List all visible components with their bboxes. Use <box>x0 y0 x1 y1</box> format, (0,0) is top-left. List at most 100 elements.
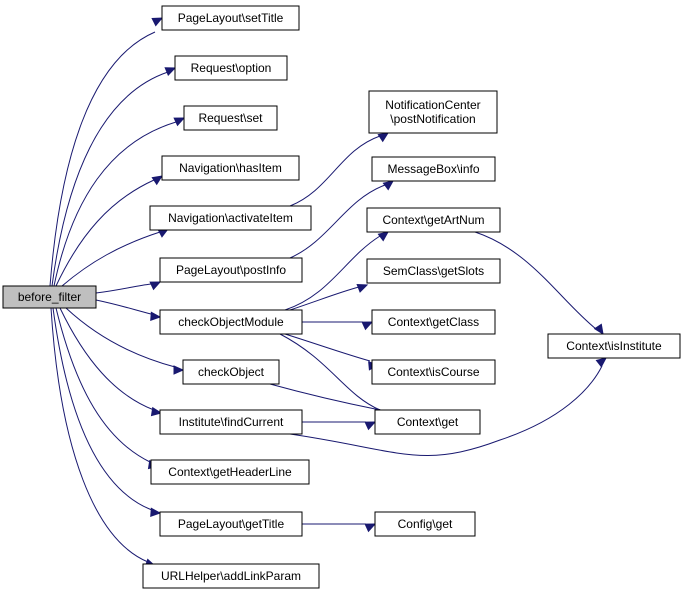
node-pagelayout-gettitle[interactable]: PageLayout\getTitle <box>159 511 303 537</box>
node-context-getheaderline[interactable]: Context\getHeaderLine <box>150 459 310 485</box>
node-institute-findcurrent[interactable]: Institute\findCurrent <box>159 409 303 435</box>
node-checkobject[interactable]: checkObject <box>182 359 280 385</box>
node-label: Context\getHeaderLine <box>168 465 292 479</box>
edge-line <box>289 135 381 207</box>
node-box <box>159 309 303 335</box>
nodes-layer: before_filter PageLayout\setTitleRequest\… <box>2 5 681 589</box>
node-context-iscourse[interactable]: Context\isCourse <box>371 359 496 385</box>
node-label: Config\get <box>398 517 453 531</box>
edge-arrowhead <box>377 132 390 143</box>
edge-before_filter-to-request_set <box>53 117 186 287</box>
node-box <box>150 459 310 485</box>
node-box <box>159 511 303 537</box>
node-navigation-hasitem[interactable]: Navigation\hasItem <box>161 155 300 181</box>
edge-pagelayout_postinfo-to-messagebox_info <box>289 180 394 259</box>
node-config-get[interactable]: Config\get <box>374 511 476 537</box>
node-context-get[interactable]: Context\get <box>374 409 481 435</box>
node-messagebox-info[interactable]: MessageBox\info <box>371 156 496 182</box>
node-before-filter[interactable]: before_filter <box>2 285 97 309</box>
edge-arrowhead <box>356 283 369 293</box>
edge-arrowhead <box>151 175 164 186</box>
node-box <box>374 409 481 435</box>
edge-line <box>61 231 161 287</box>
edge-before_filter-to-navigation_hasitem <box>55 175 164 287</box>
edge-line <box>52 307 153 511</box>
node-context-isinstitute[interactable]: Context\isInstitute <box>547 333 681 359</box>
edge-line <box>474 231 597 330</box>
node-box <box>368 90 498 134</box>
edge-before_filter-to-checkobject <box>65 307 185 375</box>
edge-line <box>289 184 386 259</box>
edge-before_filter-to-pagelayout_settitle <box>49 17 164 287</box>
node-navigation-activateitem[interactable]: Navigation\activateItem <box>149 205 312 231</box>
node-context-getclass[interactable]: Context\getClass <box>371 309 496 335</box>
node-label: PageLayout\setTitle <box>178 11 284 25</box>
edge-arrowhead <box>164 67 177 77</box>
edge-line <box>51 71 169 287</box>
node-pagelayout-postinfo[interactable]: PageLayout\postInfo <box>159 257 303 283</box>
node-box <box>142 563 320 589</box>
node-label: Request\option <box>191 61 272 75</box>
edge-line <box>55 179 155 287</box>
edge-context_getartnum-to-context_isinstitute <box>474 231 604 336</box>
edge-line <box>65 307 176 368</box>
node-label: Institute\findCurrent <box>179 415 284 429</box>
node-box <box>371 156 496 182</box>
node-box <box>371 309 496 335</box>
edge-line <box>95 299 152 315</box>
node-box <box>161 5 300 31</box>
edge-checkobjectmodule-to-context_getclass <box>302 321 374 331</box>
node-box <box>182 359 280 385</box>
node-label: \postNotification <box>390 112 475 126</box>
edge-line <box>53 121 177 287</box>
node-box <box>547 333 681 359</box>
node-box <box>161 155 300 181</box>
node-label: URLHelper\addLinkParam <box>161 569 301 583</box>
edge-line <box>50 307 149 563</box>
node-label: Context\isCourse <box>387 365 479 379</box>
node-box <box>174 55 288 81</box>
edge-line <box>289 286 360 311</box>
node-box <box>371 359 496 385</box>
edge-arrowhead <box>151 17 164 27</box>
node-box <box>159 257 303 283</box>
edge-before_filter-to-navigation_activateitem <box>61 228 170 287</box>
edge-before_filter-to-pagelayout_postinfo <box>95 281 162 294</box>
node-context-getartnum[interactable]: Context\getArtNum <box>366 207 501 233</box>
node-checkobjectmodule[interactable]: checkObjectModule <box>159 309 303 335</box>
node-label: Context\get <box>397 415 459 429</box>
node-label: checkObjectModule <box>178 315 284 329</box>
edges-layer <box>49 17 607 568</box>
node-label: SemClass\getSlots <box>383 264 484 278</box>
node-box <box>159 409 303 435</box>
edge-arrowhead <box>150 406 163 417</box>
edge-line <box>289 365 603 456</box>
node-urlhelper-addlinkparam[interactable]: URLHelper\addLinkParam <box>142 563 320 589</box>
node-box <box>183 105 278 131</box>
node-notificationcenter-postnotification[interactable]: NotificationCenter\postNotification <box>368 90 498 134</box>
node-label: NotificationCenter <box>385 98 480 112</box>
node-request-set[interactable]: Request\set <box>183 105 278 131</box>
node-request-option[interactable]: Request\option <box>174 55 288 81</box>
node-label: MessageBox\info <box>387 162 479 176</box>
node-label: PageLayout\postInfo <box>176 263 286 277</box>
edge-arrowhead <box>595 357 607 368</box>
node-label: before_filter <box>18 290 81 304</box>
edge-line <box>284 333 371 362</box>
node-label: Context\getArtNum <box>382 213 484 227</box>
edge-checkobjectmodule-to-context_getartnum <box>284 231 389 311</box>
edge-arrowhead <box>593 323 604 336</box>
node-pagelayout-settitle[interactable]: PageLayout\setTitle <box>161 5 300 31</box>
edge-arrowhead <box>364 421 377 431</box>
node-box <box>149 205 312 231</box>
node-box <box>2 285 97 309</box>
edge-before_filter-to-checkobjectmodule <box>95 299 162 322</box>
edge-line <box>279 333 381 411</box>
node-label: Navigation\hasItem <box>179 161 282 175</box>
edge-checkobjectmodule-to-semclass_getslots <box>289 283 369 311</box>
edge-before_filter-to-institute_findcurrent <box>59 307 163 417</box>
node-label: Context\getClass <box>388 315 479 329</box>
node-semclass-getslots[interactable]: SemClass\getSlots <box>366 258 501 284</box>
node-box <box>374 511 476 537</box>
